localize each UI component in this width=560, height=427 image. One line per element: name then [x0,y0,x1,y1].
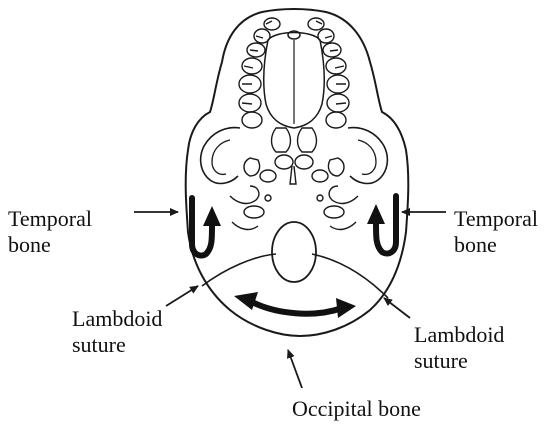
occipital-heavy-double-arrow [234,292,356,318]
left-teeth [239,18,280,128]
label-temporal-right-line2: bone [454,232,538,258]
label-lambdoid-left-line2: suture [72,332,162,358]
left-zygomatic-arch [201,128,240,184]
label-lambdoid-left-line1: Lambdoid [72,306,162,332]
foramen-magnum [272,222,316,282]
label-temporal-right-line1: Temporal [454,206,538,232]
label-temporal-left: Temporal bone [8,206,92,258]
label-lambdoid-left: Lambdoid suture [72,306,162,358]
label-occipital-bone: Occipital bone [292,396,421,422]
label-temporal-right: Temporal bone [454,206,538,258]
right-teeth [308,18,349,128]
left-temporal-heavy-arrow [192,198,221,256]
pointer-arrow-lambdoid-left [166,286,198,306]
label-lambdoid-right-line1: Lambdoid [414,322,504,348]
right-zygomatic-inner [358,140,376,174]
label-temporal-left-line2: bone [8,232,92,258]
pointer-arrow-occipital [288,350,302,388]
right-temporal-heavy-arrow [367,196,396,254]
label-temporal-left-line1: Temporal [8,206,92,232]
label-lambdoid-right: Lambdoid suture [414,322,504,374]
lambdoid-suture-left [202,254,276,286]
label-lambdoid-right-line2: suture [414,348,504,374]
cranial-base-structures [230,128,358,229]
lambdoid-suture-right [312,254,388,298]
right-zygomatic-arch [348,128,387,184]
left-zygomatic-inner [212,140,230,174]
pointer-arrow-lambdoid-right [384,298,410,318]
